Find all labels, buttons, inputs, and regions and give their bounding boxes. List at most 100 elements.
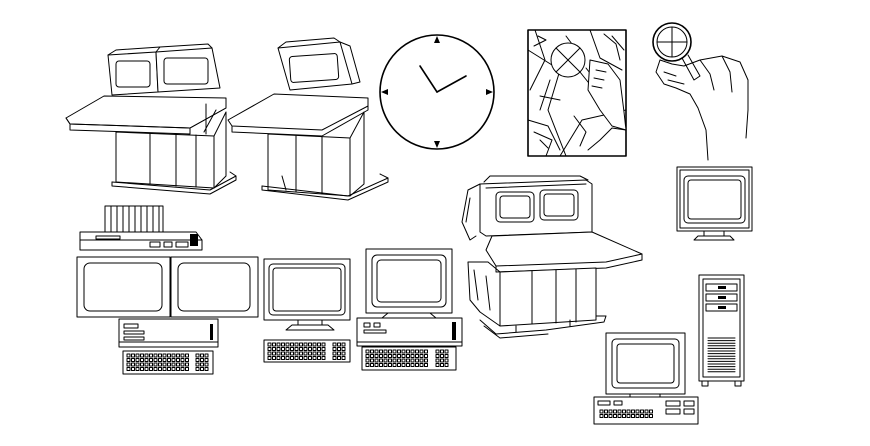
keyboard-key (149, 362, 153, 367)
keyboard-key (171, 358, 176, 362)
keyboard-key (294, 342, 299, 347)
keyboard-key (608, 414, 613, 418)
keyboard-key (312, 342, 317, 347)
keyboard-key (185, 362, 189, 367)
keyboard-key (167, 367, 171, 371)
keyboard-key (341, 347, 346, 351)
keyboard-key (317, 342, 321, 347)
keyboard-key (131, 353, 135, 358)
keyboard-key (370, 363, 374, 367)
keyboard-key (440, 358, 444, 363)
keyboard-key (285, 347, 290, 351)
keyboard-key (604, 414, 608, 418)
keyboard-key (195, 367, 200, 371)
desktop-computer-icon (356, 248, 463, 371)
keyboard-key (162, 367, 167, 371)
keyboard-key (176, 367, 180, 371)
keyboard-key (294, 356, 299, 360)
keyboard-key (290, 347, 294, 351)
keyboard-key (388, 354, 392, 358)
keyboard-key (365, 363, 370, 367)
keyboard-key (276, 347, 281, 351)
keyboard-key (365, 358, 370, 363)
keyboard-key (126, 367, 131, 371)
keyboard-key (303, 347, 308, 351)
keyboard-key (158, 353, 162, 358)
keyboard-key (604, 409, 608, 414)
keyboard-key (135, 367, 140, 371)
keyboard-key (195, 362, 200, 367)
printer-icon (79, 205, 203, 251)
keyboard-key (285, 342, 290, 347)
keyboard-key (410, 358, 415, 363)
keyboard-key (388, 349, 392, 354)
keyboard-key (440, 354, 444, 358)
keyboard-key (444, 358, 449, 363)
keyboard-key (383, 354, 388, 358)
keyboard-key (640, 409, 644, 414)
keyboard-key (153, 367, 158, 371)
keyboard-key (374, 349, 379, 354)
keyboard-key (180, 362, 185, 367)
keyboard-key (303, 356, 308, 360)
keyboard-key (140, 362, 144, 367)
keyboard-key (126, 362, 131, 367)
keyboard-key (644, 409, 649, 414)
keyboard-key (135, 353, 140, 358)
tall-control-console-icon (461, 175, 643, 339)
keyboard-key (370, 358, 374, 363)
keyboard-key (401, 358, 406, 363)
compact-computer-icon (593, 332, 699, 425)
keyboard-key (149, 367, 153, 371)
keyboard-keys (599, 409, 653, 418)
keyboard-key (290, 342, 294, 347)
keyboard-key (180, 353, 185, 358)
keyboard-key (649, 409, 653, 414)
control-console-single-monitor-icon (227, 37, 389, 201)
keyboard-key (424, 349, 428, 354)
keyboard-key (162, 353, 167, 358)
keyboard-key (131, 358, 135, 362)
keyboard-key (321, 342, 326, 347)
keyboard-key (144, 367, 149, 371)
keyboard-key (131, 362, 135, 367)
keyboard-key (176, 362, 180, 367)
keyboard-key (281, 342, 285, 347)
keyboard-key (321, 347, 326, 351)
keyboard-key (204, 367, 209, 371)
keyboard-key (401, 349, 406, 354)
keyboard-key (406, 349, 410, 354)
keyboard-key (281, 347, 285, 351)
keyboard-key (200, 362, 204, 367)
keyboard-key (299, 347, 303, 351)
keyboard-key (185, 367, 189, 371)
keyboard-key (131, 367, 135, 371)
keyboard-key (392, 349, 397, 354)
hand-magnifier-icon (652, 22, 749, 161)
keyboard-key (185, 353, 189, 358)
keyboard-key (321, 356, 326, 360)
keyboard-key (267, 356, 272, 360)
keyboard-key (435, 363, 440, 367)
keyboard-key (332, 351, 337, 356)
keyboard-key (613, 414, 617, 418)
keyboard-key (167, 353, 171, 358)
keyboard-key (290, 351, 294, 356)
keyboard-key (379, 358, 383, 363)
keyboard-key (622, 414, 626, 418)
keyboard-key (419, 363, 424, 367)
keyboard-key (424, 363, 428, 367)
keyboard-keys (365, 349, 449, 367)
keyboard-key (153, 353, 158, 358)
keyboard-key (392, 363, 397, 367)
keyboard-key (435, 358, 440, 363)
keyboard-key (308, 347, 312, 351)
keyboard-key (171, 367, 176, 371)
keyboard-key (365, 349, 370, 354)
keyboard-key (140, 358, 144, 362)
keyboard-key (195, 353, 200, 358)
keyboard-key (299, 342, 303, 347)
keyboard-key (392, 354, 397, 358)
keyboard-key (158, 362, 162, 367)
